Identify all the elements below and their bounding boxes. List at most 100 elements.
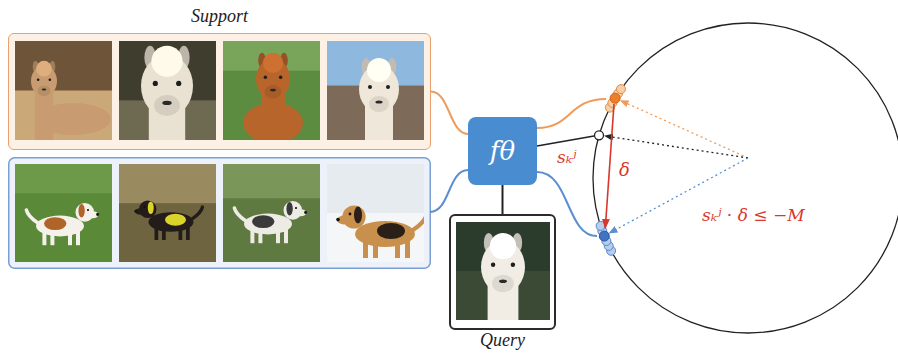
dog-body [149,212,194,232]
dog-body [244,214,292,235]
animal-photo [456,222,550,320]
query-box: Query [449,214,556,330]
photo-ground [119,203,216,262]
photo-ground [15,193,112,262]
support-point [596,221,605,230]
photo-ground [327,213,424,262]
animal-photo [327,41,424,140]
alpaca-nose [162,101,171,105]
alpaca-eye [368,85,372,89]
alpaca-tuft [490,233,516,259]
dog-nose [304,211,307,214]
alpaca-eye [511,263,515,267]
dog-ear [148,201,154,214]
dog-tail [26,210,37,223]
prototype-point [599,231,609,241]
dog-nose [134,210,137,213]
dog-eye [349,213,352,216]
encoder-box: fθ [468,117,537,185]
encoder-label: fθ [490,139,515,163]
photo-background [327,164,424,262]
alpaca-eye [37,78,40,81]
dog-patch [165,214,186,226]
support-box-blue [9,158,431,269]
dog-ear [78,204,84,217]
feature-wire [537,172,597,236]
prototype-point [610,93,620,103]
alpaca-nose [42,88,47,90]
alpaca-eye [264,76,267,79]
alpaca-snout [265,85,282,99]
dog-eye [87,209,89,211]
dog-nose [96,213,99,216]
animal-photo [15,164,112,262]
alpaca-nose [375,100,382,103]
feature-wire [430,170,468,212]
alpaca-eye [386,85,390,89]
photo-ground [15,91,112,141]
photo-group [15,41,550,354]
dog-body [36,216,84,237]
feature-wire [537,99,606,128]
alpaca-eye [176,81,181,86]
feature-connector [431,92,468,135]
animal-photo [119,41,216,140]
animal-photo [119,164,216,262]
support-set-box: Support [8,33,431,150]
dog-body [355,221,415,247]
photo-background [223,164,320,262]
dog-tail [192,207,203,219]
alpaca-eye [153,81,158,86]
alpaca-nose [270,89,276,92]
dog-snout [337,216,351,225]
dog-patch [44,217,66,230]
alpaca-tuft [151,46,182,77]
alpaca-snout [154,95,180,116]
alpaca-tuft [36,61,52,77]
query-point [595,131,604,140]
dog-tail [234,208,245,221]
alpaca-snout [492,275,514,293]
set-heading: Query [451,328,554,352]
animal-photo [223,41,320,140]
photo-background [15,164,112,262]
hypersphere [593,23,898,333]
dog-snout [87,211,98,218]
alpaca-neck [261,84,285,140]
alpaca-eye [49,78,52,81]
support-point [617,85,626,94]
animal-photo [327,164,424,262]
alpaca-snout [369,96,389,112]
dog-snout [295,209,306,216]
alpaca-tuft [367,58,391,82]
dog-nose [336,218,340,222]
alpaca-eye [491,263,495,267]
margin-constraint: sₖʲ · δ ≤ −M [702,205,805,225]
animal-photo [15,41,112,140]
alpaca-nose [499,280,507,284]
alpaca-snout [38,86,51,96]
alpaca-eye [279,76,282,79]
photo-background [15,41,112,140]
dog-patch [252,215,274,228]
dog-eye [295,207,297,209]
difference-arrow [605,104,614,228]
dog-ear [354,207,362,224]
feature-wire [537,136,594,146]
dog-ear [286,202,292,215]
prototype-ray [621,101,749,159]
dog-snout [135,208,146,215]
set-heading: Support [9,4,430,28]
vector-label: sₖʲ [557,147,576,167]
animal-photo [223,164,320,262]
alpaca-tuft [263,53,283,73]
difference-label: δ [619,159,630,180]
feature-connector [502,185,504,214]
dog-patch [377,223,405,239]
photo-ground [223,198,320,262]
dog-eye [144,206,146,208]
dog-tail [413,214,424,230]
query-ray [605,136,748,158]
photo-background [119,164,216,262]
